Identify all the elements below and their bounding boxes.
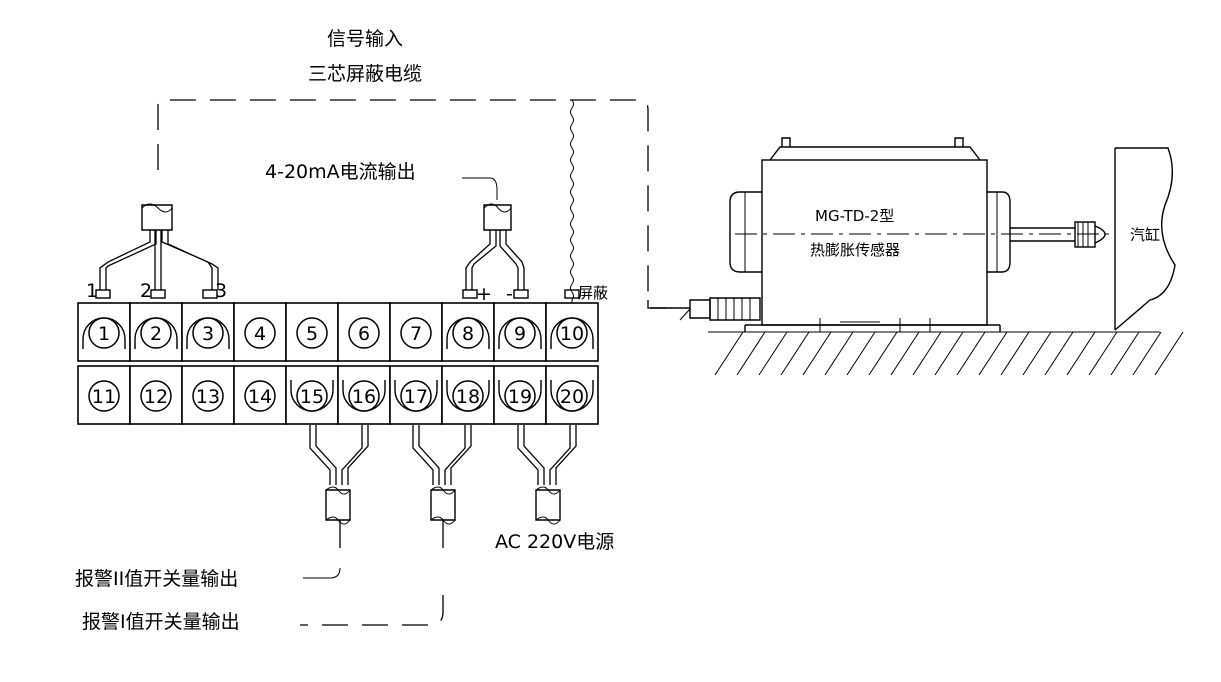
ground-hatch-line bbox=[1088, 331, 1118, 376]
terminal-number-5: 5 bbox=[306, 323, 318, 345]
shield-label: 屏蔽 bbox=[578, 284, 608, 302]
terminal-circle-20 bbox=[556, 380, 588, 412]
minus-label: - bbox=[506, 283, 513, 305]
terminal-number-18: 18 bbox=[456, 386, 480, 408]
terminal-number-4: 4 bbox=[254, 323, 266, 345]
terminal-cell-16 bbox=[337, 365, 391, 425]
terminal-cell-17 bbox=[389, 365, 443, 425]
ground-hatch-line bbox=[1000, 331, 1030, 376]
terminal-number-11: 11 bbox=[92, 386, 116, 408]
terminal-circle-1 bbox=[88, 317, 120, 349]
ground-hatch-line bbox=[978, 331, 1008, 376]
terminal-number-15: 15 bbox=[300, 386, 324, 408]
terminal-number-3: 3 bbox=[202, 323, 214, 345]
terminal-circle-6 bbox=[348, 317, 380, 349]
wire-1-label: 1 bbox=[86, 280, 98, 302]
signal-cable bbox=[95, 203, 219, 299]
terminal-number-7: 7 bbox=[410, 323, 422, 345]
wire-3-label: 3 bbox=[215, 280, 227, 302]
alarm2-label: 报警II值开关量输出 bbox=[75, 568, 238, 590]
alarm-cable-outline bbox=[300, 595, 444, 626]
cylinder-label: 汽缸 bbox=[1130, 226, 1160, 244]
terminal-number-12: 12 bbox=[144, 386, 168, 408]
terminal-circle-15 bbox=[296, 380, 328, 412]
thermal-expansion-sensor bbox=[650, 137, 1184, 376]
terminal-number-8: 8 bbox=[462, 323, 474, 345]
terminal-number-1: 1 bbox=[98, 323, 110, 345]
terminal-circle-12 bbox=[140, 380, 172, 412]
current-output-cable bbox=[462, 203, 529, 299]
terminal-circle-18 bbox=[452, 380, 484, 412]
terminal-number-20: 20 bbox=[560, 386, 584, 408]
terminal-circle-2 bbox=[140, 317, 172, 349]
terminal-number-17: 17 bbox=[404, 386, 428, 408]
terminal-number-13: 13 bbox=[196, 386, 220, 408]
terminal-circle-11 bbox=[88, 380, 120, 412]
terminal-number-10: 10 bbox=[560, 323, 584, 345]
ground-hatch-line bbox=[1022, 331, 1052, 376]
plus-label: + bbox=[476, 283, 492, 305]
ground-hatch-line bbox=[1132, 331, 1162, 376]
sensor-model-label: MG-TD-2型 bbox=[815, 207, 894, 225]
alarm2-pointer bbox=[303, 567, 341, 579]
power-label: AC 220V电源 bbox=[495, 531, 614, 553]
power-cable bbox=[517, 425, 577, 525]
signal-input-label: 信号输入 bbox=[327, 28, 403, 50]
terminal-number-19: 19 bbox=[508, 386, 532, 408]
alarm1-cable bbox=[412, 425, 472, 548]
ground-hatch-line bbox=[868, 331, 898, 376]
terminal-circle-9 bbox=[504, 317, 536, 349]
ground-hatch-line bbox=[780, 331, 810, 376]
ground-hatch-line bbox=[802, 331, 832, 376]
terminal-circle-17 bbox=[400, 380, 432, 412]
terminal-circle-13 bbox=[192, 380, 224, 412]
terminal-circle-5 bbox=[296, 317, 328, 349]
sensor-name-label: 热膨胀传感器 bbox=[810, 241, 900, 259]
shielded-cable-outline bbox=[157, 99, 680, 309]
terminal-circle-16 bbox=[348, 380, 380, 412]
alarm1-label: 报警I值开关量输出 bbox=[82, 611, 240, 633]
ground-hatch-line bbox=[846, 331, 876, 376]
ground-hatch-line bbox=[890, 331, 920, 376]
ground-hatch-line bbox=[824, 331, 854, 376]
ground-hatch-line bbox=[956, 331, 986, 376]
ground-hatch-line bbox=[736, 331, 766, 376]
terminal-circle-19 bbox=[504, 380, 536, 412]
terminal-circle-8 bbox=[452, 317, 484, 349]
terminal-circle-3 bbox=[192, 317, 224, 349]
alarm2-cable bbox=[309, 425, 369, 548]
terminal-number-2: 2 bbox=[150, 323, 162, 345]
terminal-circle-7 bbox=[400, 317, 432, 349]
current-output-label: 4-20mA电流输出 bbox=[265, 161, 416, 183]
terminal-circle-10 bbox=[556, 317, 588, 349]
ground-hatch-line bbox=[714, 331, 744, 376]
ground-hatch-line bbox=[912, 331, 942, 376]
ground-hatch-line bbox=[1044, 331, 1074, 376]
terminal-number-14: 14 bbox=[248, 386, 272, 408]
ground-hatch-line bbox=[1154, 331, 1184, 376]
terminal-circle-14 bbox=[244, 380, 276, 412]
terminal-number-6: 6 bbox=[358, 323, 370, 345]
terminal-number-9: 9 bbox=[514, 323, 526, 345]
wire-2-label: 2 bbox=[140, 280, 152, 302]
terminal-cell-5 bbox=[285, 302, 339, 362]
current-output-pointer bbox=[462, 177, 498, 200]
cable-type-label: 三芯屏蔽电缆 bbox=[308, 63, 422, 85]
ground-hatch-line bbox=[934, 331, 964, 376]
ground-hatch-line bbox=[758, 331, 788, 376]
shield-wire bbox=[570, 99, 574, 305]
ground-hatch-line bbox=[1110, 331, 1140, 376]
cylinder-wall bbox=[1114, 147, 1176, 331]
shield-terminal-lug bbox=[564, 289, 580, 299]
ground-hatch-line bbox=[1066, 331, 1096, 376]
terminal-circle-4 bbox=[244, 317, 276, 349]
terminal-number-16: 16 bbox=[352, 386, 376, 408]
